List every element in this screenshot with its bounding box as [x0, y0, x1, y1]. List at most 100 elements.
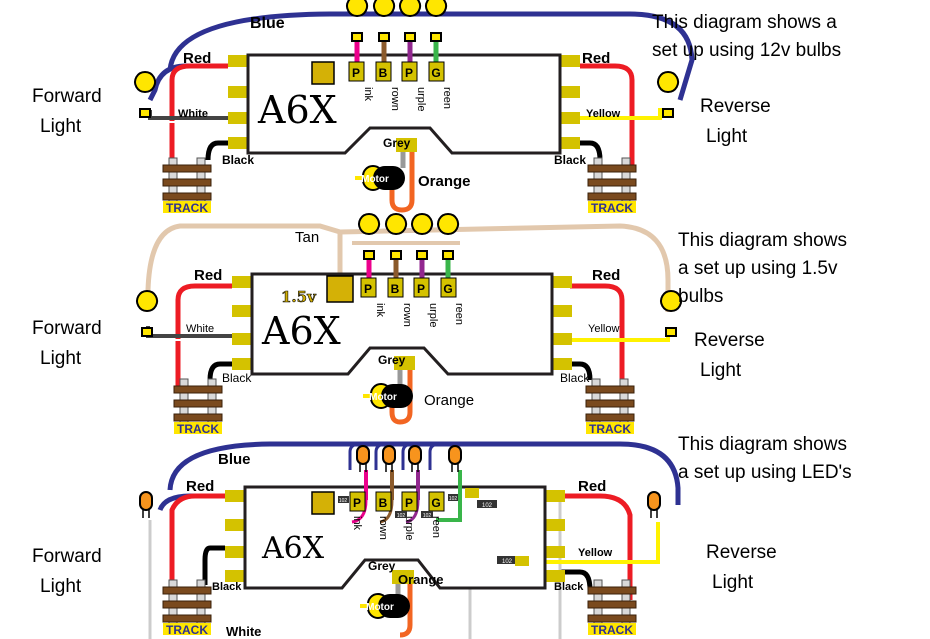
function-led	[408, 445, 422, 473]
wire-label-grey: Grey	[368, 559, 396, 573]
wire-label-black-right: Black	[560, 371, 590, 385]
blue-wire-top	[167, 11, 695, 101]
wire-label-yellow: Yellow	[578, 547, 613, 559]
panel-1-5v: 1.5v P B P G ink rown urple reen A6X Mot…	[32, 213, 847, 436]
function-bulb	[437, 213, 460, 260]
pad-label: G	[443, 282, 452, 296]
pad-label: P	[417, 282, 425, 296]
chip	[311, 61, 335, 85]
function-led	[382, 445, 396, 473]
wire-label-top: Blue	[218, 451, 251, 468]
black-wire-left	[205, 140, 228, 161]
wire-label-black-right: Black	[554, 581, 584, 593]
track-label: TRACK	[589, 422, 631, 436]
function-bulb	[399, 0, 422, 43]
wire-label-grey: Grey	[378, 353, 406, 367]
svg-text:102: 102	[423, 513, 432, 519]
pad-label: P	[364, 282, 372, 296]
wire-label-red-left: Red	[194, 267, 222, 284]
panel-12v: P B P G ink rown urple reen A6X Motor TR…	[32, 0, 841, 215]
board-name: A6X	[257, 88, 337, 132]
pad-label: G	[431, 496, 440, 510]
pad-label: B	[379, 66, 388, 80]
pad-label: B	[379, 496, 388, 510]
wire-label-white: White	[186, 323, 214, 335]
function-word-vertical: urple	[427, 303, 439, 327]
svg-text:102: 102	[397, 513, 406, 519]
wire-label-orange: Orange	[398, 572, 444, 587]
smd-resistor: 102	[448, 494, 458, 502]
smd-resistor: 102	[421, 511, 433, 519]
function-word-vertical: urple	[403, 516, 415, 540]
red-wire-left	[169, 63, 228, 165]
wire-label-grey: Grey	[383, 136, 411, 150]
function-word-vertical: reen	[441, 87, 453, 109]
track-label: TRACK	[166, 201, 208, 215]
wire-label-red-right: Red	[582, 50, 610, 67]
wire-label-yellow: Yellow	[586, 108, 621, 120]
pad-label: B	[391, 282, 400, 296]
wire-label-orange: Orange	[424, 392, 474, 409]
function-bulb	[358, 213, 381, 260]
wire-label-top: Tan	[295, 229, 319, 246]
board-name: A6X	[261, 309, 341, 353]
function-word-vertical: ink	[362, 87, 374, 102]
track-label: TRACK	[591, 623, 633, 637]
reverse-led	[647, 491, 661, 519]
function-word-vertical: ink	[374, 303, 386, 318]
function-word-vertical: ink	[351, 516, 363, 531]
svg-text:102: 102	[482, 503, 493, 509]
svg-text:102: 102	[502, 559, 513, 565]
track-label: TRACK	[177, 422, 219, 436]
wire-label-red-left: Red	[186, 478, 214, 495]
wire-label-black-left: Black	[222, 153, 254, 167]
forward-bulb	[136, 290, 159, 337]
pad-label: G	[431, 66, 440, 80]
svg-text:102: 102	[449, 496, 458, 502]
function-bulb	[373, 0, 396, 43]
function-word-vertical: reen	[453, 303, 465, 325]
function-bulb	[385, 213, 408, 260]
pad-label: P	[353, 496, 361, 510]
function-word-vertical: urple	[415, 87, 427, 111]
track-label: TRACK	[166, 623, 208, 637]
wire-label-orange: Orange	[418, 173, 471, 190]
wire-label-black-right: Black	[554, 153, 586, 167]
yellow-wire	[580, 108, 662, 120]
pad-label: P	[405, 496, 413, 510]
function-word-vertical: rown	[389, 87, 401, 111]
function-bulb	[425, 0, 448, 43]
wire-label-red-right: Red	[578, 478, 606, 495]
smd-resistor: 102	[338, 496, 349, 504]
function-word-vertical: reen	[430, 516, 442, 538]
board-name: A6X	[261, 531, 325, 566]
wire-label-black-left: Black	[222, 371, 252, 385]
svg-text:102: 102	[339, 498, 348, 504]
track-label: TRACK	[591, 201, 633, 215]
wire-label-black-left: Black	[212, 581, 242, 593]
pad-label: P	[352, 66, 360, 80]
motor-label: Motor	[366, 602, 394, 613]
wire-label-red-right: Red	[592, 267, 620, 284]
wire-label-top: Blue	[250, 15, 285, 32]
blue-wire-left	[147, 63, 228, 102]
function-word-vertical: rown	[401, 303, 413, 327]
red-wire-right	[580, 63, 635, 165]
smd-resistor: 102	[395, 511, 407, 519]
wire-label-white: White	[178, 108, 208, 120]
resistor-1-5v	[326, 275, 354, 303]
function-led	[448, 445, 462, 473]
pad-label: P	[405, 66, 413, 80]
smd-resistor: 102	[497, 556, 517, 565]
forward-led	[139, 491, 153, 519]
